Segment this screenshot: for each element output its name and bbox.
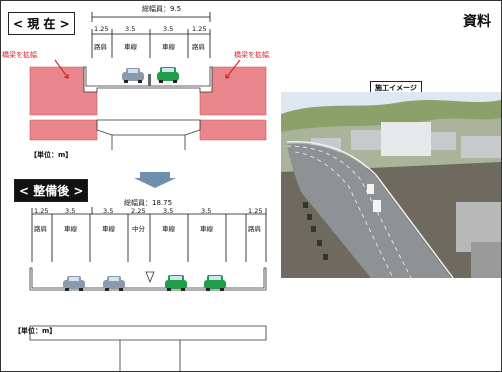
current-lane-dimension: [91, 29, 211, 58]
current-lane-2: 車線: [124, 43, 137, 51]
after-lane-1: 路肩: [34, 225, 47, 233]
after-total-width: 総幅員：18.75: [124, 199, 173, 207]
current-label: < 現 在 >: [8, 12, 75, 35]
after-lane-7: 路肩: [248, 225, 261, 233]
after-lane-5: 車線: [162, 225, 175, 233]
after-unit: 【単位：m】: [14, 327, 57, 335]
after-dim-6: 3.5: [201, 207, 212, 215]
widen-label-right: 橋梁を拡幅: [234, 51, 269, 59]
current-lane-1: 路肩: [94, 43, 107, 51]
current-widening-areas: [29, 66, 267, 141]
after-lane-2: 車線: [64, 225, 77, 233]
after-lane-6: 車線: [200, 225, 213, 233]
after-dim-1: 1.25: [34, 207, 49, 215]
widen-label-left: 橋梁を拡幅: [2, 51, 37, 59]
widen-arrows: [54, 59, 241, 79]
after-lane-dimension: [31, 208, 267, 262]
after-lane-3: 車線: [102, 225, 115, 233]
current-cars: [122, 67, 179, 86]
current-dim-1: 1.25: [94, 25, 109, 33]
after-lane-4: 中分: [132, 225, 145, 233]
after-cars: [63, 275, 226, 291]
current-unit: 【単位：m】: [30, 151, 73, 159]
transition-arrow: [134, 172, 176, 188]
document-title: 資料: [463, 14, 491, 30]
after-dim-7: 1.25: [248, 207, 263, 215]
current-dim-3: 3.5: [163, 25, 174, 33]
current-dim-2: 3.5: [125, 25, 136, 33]
after-dim-3: 3.5: [103, 207, 114, 215]
cross-section-diagrams: [29, 12, 267, 372]
after-dim-5: 3.5: [163, 207, 174, 215]
construction-image: [281, 92, 501, 278]
after-dim-4: 2.25: [131, 207, 146, 215]
current-deck: [83, 66, 213, 150]
current-lane-3: 車線: [162, 43, 175, 51]
current-lane-4: 路肩: [192, 43, 205, 51]
after-label: < 整備後 >: [14, 179, 89, 202]
current-total-dimension: [91, 12, 211, 22]
after-dim-2: 3.5: [65, 207, 76, 215]
current-total-width: 総幅員：9.5: [142, 5, 182, 13]
current-dim-4: 1.25: [192, 25, 207, 33]
